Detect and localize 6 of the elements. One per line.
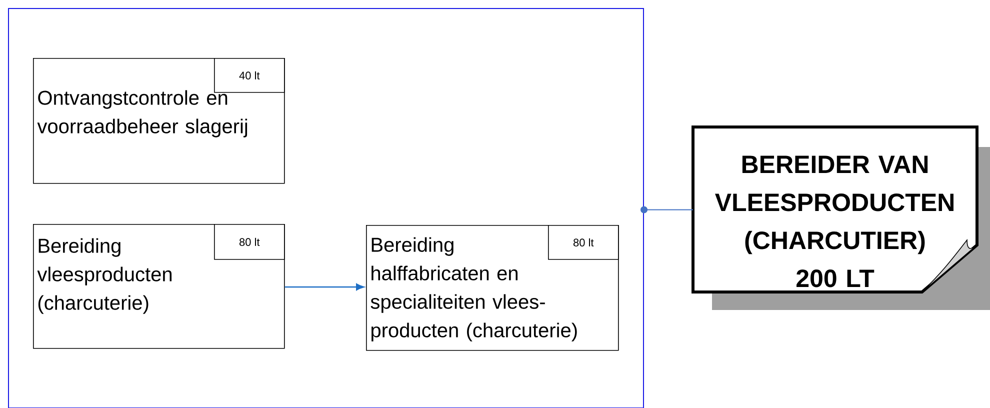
frame-box [8, 8, 644, 408]
volume-tab: 80 lt [214, 224, 285, 260]
note-card: BEREIDER VAN VLEESPRODUCTEN (CHARCUTIER) 200 LT [692, 126, 990, 310]
volume-tab: 40 lt [214, 58, 285, 93]
volume-tab: 80 lt [548, 225, 619, 260]
arrow [284, 284, 364, 290]
